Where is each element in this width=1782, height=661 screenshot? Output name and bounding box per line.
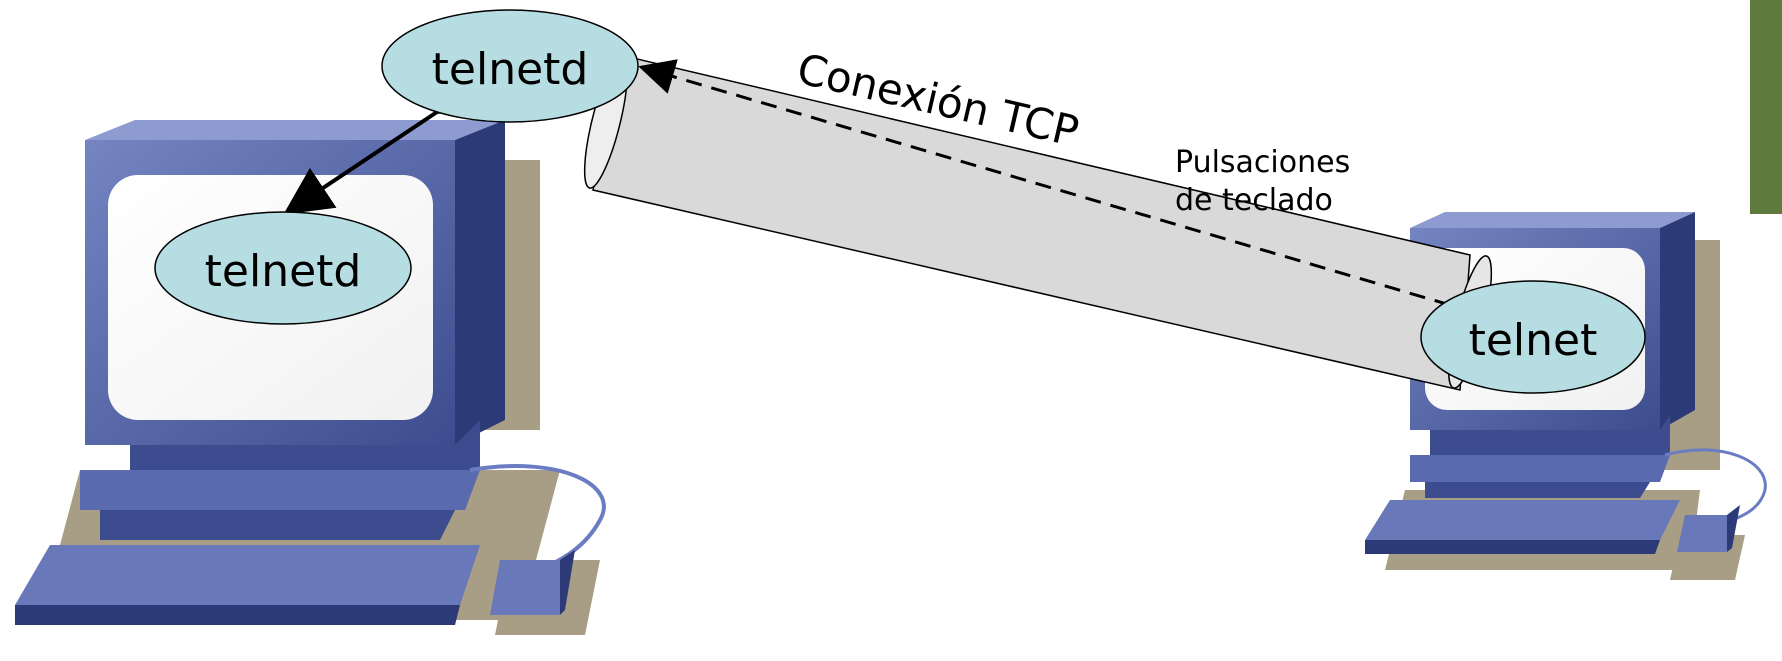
client-process: telnet <box>1420 280 1646 394</box>
fork-arrow <box>283 67 487 215</box>
child-daemon-process: telnetd <box>154 211 412 325</box>
client-process-label: telnet <box>1469 315 1598 366</box>
keystrokes-label-line1: Pulsaciones <box>1175 145 1350 180</box>
keystrokes-label-line2: de teclado <box>1175 183 1333 218</box>
corner-accent <box>1750 0 1782 214</box>
child-daemon-label: telnetd <box>205 246 362 297</box>
keystrokes-arrow <box>638 59 1451 307</box>
master-daemon-label: telnetd <box>432 44 589 95</box>
master-daemon-process: telnetd <box>381 9 639 123</box>
